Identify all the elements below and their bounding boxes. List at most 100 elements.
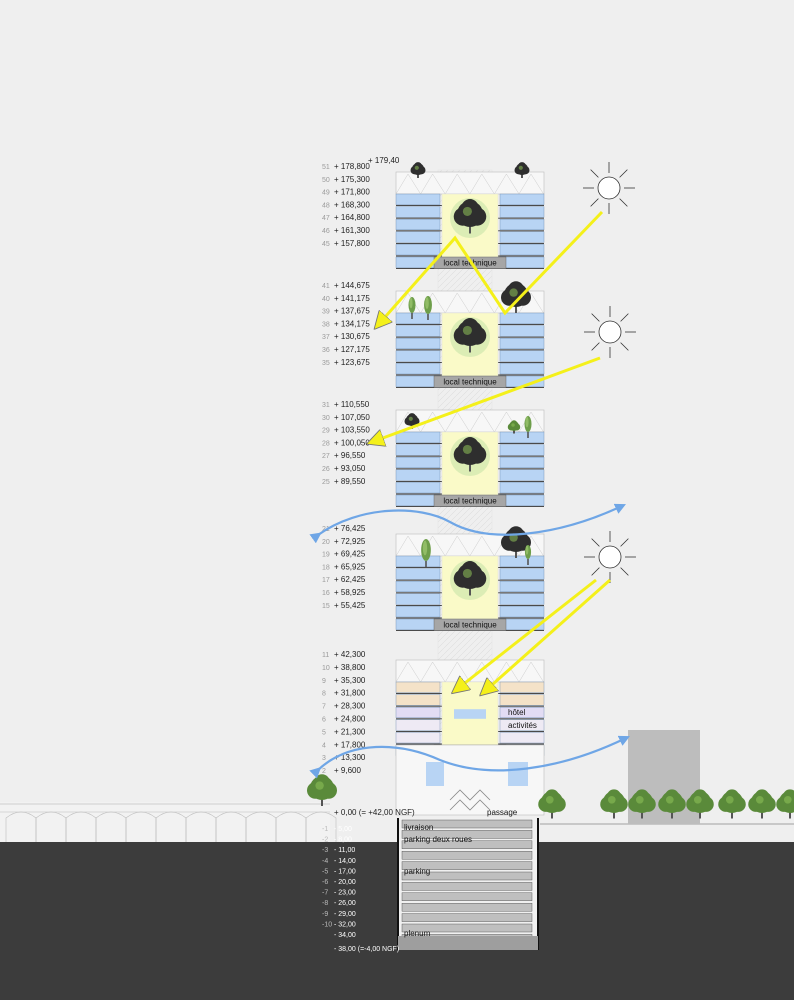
floor-number: 20 <box>322 539 330 546</box>
hotel-label: hôtel <box>508 708 526 717</box>
underground-floor-number: -2 <box>322 837 328 844</box>
level-label: + 55,425 <box>334 601 366 610</box>
underground-level-label: - 5,00 <box>334 826 352 833</box>
tree-icon <box>307 774 337 806</box>
level-label: + 93,050 <box>334 464 366 473</box>
underground-level-label: - 26,00 <box>334 900 356 907</box>
sun-icon <box>583 162 635 214</box>
wind-arrow-icon <box>309 735 630 779</box>
level-label: + 38,800 <box>334 663 366 672</box>
tree-icon <box>718 789 746 819</box>
level-label: + 35,300 <box>334 676 366 685</box>
floor-number: 16 <box>322 590 330 597</box>
ground-labels: + 0,00 (= +42,00 NGF) passage <box>334 808 518 817</box>
floor-number: 35 <box>322 360 330 367</box>
level-label: + 164,800 <box>334 213 370 222</box>
tree-icon <box>453 318 487 353</box>
floor-number: 4 <box>322 742 326 749</box>
underground-level-label: - 8,00 <box>334 837 352 844</box>
underground-level-label: - 32,00 <box>334 921 356 928</box>
activities-label: activités <box>508 721 537 730</box>
floor-number: 38 <box>322 321 330 328</box>
floor-number: 45 <box>322 241 330 248</box>
floor-number: 48 <box>322 202 330 209</box>
underground-floor-number: -6 <box>322 879 328 886</box>
level-label: + 13,300 <box>334 753 366 762</box>
underground-floor-number: -3 <box>322 847 328 854</box>
level-label: + 28,300 <box>334 702 366 711</box>
floor-number: 10 <box>322 665 330 672</box>
underground-floor-number: -9 <box>322 911 328 918</box>
parking-two-wheels-label: parking deux roues <box>404 835 472 844</box>
floor-number: 27 <box>322 453 330 460</box>
level-label: + 157,800 <box>334 239 370 248</box>
wind-arrow-icon <box>309 503 626 544</box>
floor-number: 9 <box>322 678 326 685</box>
level-label: + 24,800 <box>334 715 366 724</box>
level-label: + 171,800 <box>334 188 370 197</box>
tree-icon <box>453 437 487 472</box>
level-label: + 21,300 <box>334 727 366 736</box>
tree-icon <box>524 416 532 438</box>
floor-number: 36 <box>322 347 330 354</box>
floor-number: 47 <box>322 215 330 222</box>
tree-icon <box>453 561 487 596</box>
tree-icon <box>658 789 686 819</box>
tree-icon <box>453 199 487 234</box>
tree-icon <box>600 789 628 819</box>
underground-level-label: - 34,00 <box>334 932 356 939</box>
underground-floor-number: -5 <box>322 868 328 875</box>
floor-number: 17 <box>322 577 330 584</box>
floor-number: 11 <box>322 652 329 659</box>
floor-number: 49 <box>322 190 330 197</box>
level-label: + 65,925 <box>334 562 366 571</box>
underground-floor-number: -4 <box>322 858 328 865</box>
floor-number: 6 <box>322 717 326 724</box>
level-label: + 107,050 <box>334 413 370 422</box>
tree-icon <box>686 789 714 819</box>
level-label: + 96,550 <box>334 451 366 460</box>
level-label: + 141,175 <box>334 294 370 303</box>
floor-number: 3 <box>322 755 326 762</box>
floor-number: 28 <box>322 440 330 447</box>
underground-floor-number: -8 <box>322 900 328 907</box>
floor-number: 2 <box>322 768 326 775</box>
floor-number: 31 <box>322 402 330 409</box>
tree-icon <box>538 789 566 819</box>
sun-icon <box>584 306 636 358</box>
tree-icon <box>501 281 531 313</box>
solar-arrows <box>372 210 611 692</box>
floor-number: 25 <box>322 479 330 486</box>
level-label: + 144,675 <box>334 281 370 290</box>
level-label: + 69,425 <box>334 550 366 559</box>
floor-number: 46 <box>322 228 330 235</box>
tree-icon <box>776 789 794 819</box>
sun-icon <box>584 531 636 583</box>
floor-number: 15 <box>322 603 330 610</box>
ground-level-label: + 0,00 (= +42,00 NGF) <box>334 808 415 817</box>
underground-level-label: - 17,00 <box>334 868 356 875</box>
level-label: + 58,925 <box>334 588 366 597</box>
technique-label: local technique <box>443 621 497 630</box>
level-label: + 178,800 <box>334 162 370 171</box>
underground-floor-number: -10 <box>322 921 332 928</box>
solar-arrow-icon <box>484 578 611 692</box>
level-label: + 9,600 <box>334 766 361 775</box>
floor-number: 50 <box>322 177 330 184</box>
level-label: + 76,425 <box>334 524 366 533</box>
bottom-level-label: - 38,00 (=-4,00 NGF) <box>334 946 399 953</box>
level-label: + 134,175 <box>334 319 370 328</box>
underground-floor-number: -1 <box>322 826 328 833</box>
level-label: + 110,550 <box>334 400 370 409</box>
parking-label: parking <box>404 867 430 876</box>
floor-number: 37 <box>322 334 330 341</box>
tree-icon <box>404 413 420 429</box>
level-label: + 103,550 <box>334 426 370 435</box>
level-label: + 161,300 <box>334 226 370 235</box>
underground-level-label: - 29,00 <box>334 911 356 918</box>
solar-arrow-icon <box>372 356 601 442</box>
level-label: + 130,675 <box>334 332 370 341</box>
